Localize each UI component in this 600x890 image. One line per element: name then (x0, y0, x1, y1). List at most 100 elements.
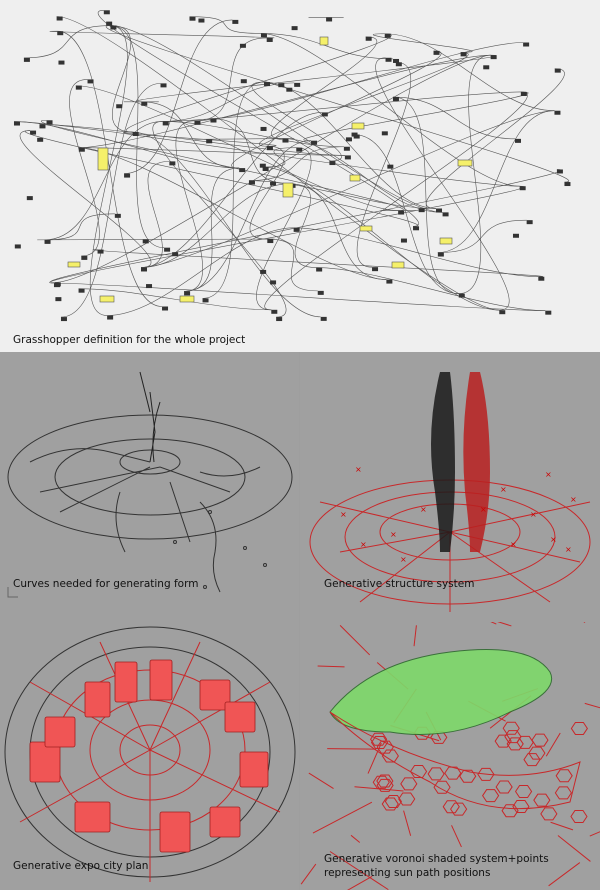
voronoi-cell (506, 737, 524, 751)
voronoi-cell (501, 804, 519, 818)
voronoi-cell (533, 793, 551, 807)
component-node (291, 26, 298, 31)
wire (110, 25, 133, 133)
wire (124, 19, 233, 174)
component-node (351, 132, 358, 137)
component-node (320, 316, 327, 321)
voronoi-edge (308, 772, 334, 789)
wire (49, 185, 525, 284)
wire (13, 121, 240, 169)
component-node (164, 247, 171, 252)
component-node (141, 101, 148, 106)
panel-node (457, 159, 473, 167)
wire (260, 33, 394, 60)
curves-caption: Curves needed for generating form (13, 578, 199, 590)
component-node (55, 297, 62, 302)
voronoi-edge (300, 863, 317, 885)
voronoi-cell (370, 736, 389, 750)
voronoi-cell (502, 721, 520, 735)
wire (75, 85, 399, 211)
wire (25, 130, 418, 227)
wire (107, 227, 294, 316)
component-node (266, 146, 273, 151)
voronoi-edge (413, 625, 417, 647)
component-node (106, 21, 113, 26)
component-node (132, 132, 139, 137)
component-node (385, 57, 392, 62)
structure-viewport-panel: ×××××××××××××× Generative structure syst… (300, 352, 600, 622)
component-node (278, 83, 285, 88)
grasshopper-canvas-panel: Grasshopper definition for the whole pro… (0, 0, 600, 352)
component-node (499, 310, 506, 315)
component-node (393, 58, 400, 63)
wire (50, 169, 562, 283)
wire (141, 101, 240, 169)
wire (152, 121, 287, 318)
component-node (189, 16, 196, 21)
component-node (87, 79, 94, 84)
component-node (75, 85, 82, 90)
component-node (270, 280, 277, 285)
component-node (413, 226, 420, 231)
wire (264, 91, 528, 311)
voronoi-edge (329, 851, 389, 890)
component-node (365, 36, 372, 41)
wire (44, 213, 115, 241)
component-node (386, 279, 393, 284)
wire (98, 9, 419, 227)
component-node (60, 317, 67, 322)
city-plan-caption: Generative expo city plan (13, 860, 149, 872)
component-node (262, 166, 269, 171)
component-node (442, 212, 449, 217)
component-node (114, 213, 121, 218)
voronoi-cell (570, 810, 588, 824)
wire (78, 288, 272, 311)
wire (19, 130, 152, 268)
wire (293, 227, 539, 278)
voronoi-edge (584, 702, 600, 709)
component-node (400, 238, 407, 243)
voronoi-cell (512, 799, 530, 813)
wire (110, 25, 443, 213)
voronoi-viewport-panel: Generative voronoi shaded system+points … (300, 622, 600, 890)
component-node (194, 120, 201, 125)
point-marker-icon: × (500, 485, 507, 494)
component-node (264, 82, 271, 87)
component-node (311, 140, 318, 145)
component-node (317, 290, 324, 295)
point-marker-icon: × (400, 555, 407, 564)
wire (392, 96, 459, 294)
panel-node (349, 174, 361, 182)
wire (78, 147, 387, 280)
voronoi-edge (589, 831, 600, 837)
voronoi-cell (482, 789, 500, 803)
component-node (206, 139, 213, 144)
voronoi-edge (550, 821, 574, 831)
component-node (523, 42, 530, 47)
wire (384, 33, 555, 112)
voronoi-edge (490, 622, 497, 625)
component-node (545, 310, 552, 315)
point-marker-icon: × (360, 540, 367, 549)
red-tower (463, 372, 490, 552)
component-node (110, 25, 117, 30)
wire (106, 25, 569, 183)
panel-node (351, 122, 365, 130)
component-node (267, 239, 274, 244)
wire (141, 161, 170, 268)
voronoi-cell (427, 767, 445, 781)
wire (262, 166, 500, 311)
component-node (556, 169, 563, 174)
voronoi-edge (317, 665, 345, 668)
component-node (142, 239, 149, 244)
voronoi-cell (477, 767, 495, 781)
voronoi-cell (384, 794, 402, 808)
component-node (458, 293, 465, 298)
voronoi-drawing (300, 622, 600, 890)
component-node (520, 91, 527, 96)
wire (78, 54, 491, 149)
component-node (124, 173, 131, 178)
wire (44, 121, 163, 241)
component-node (526, 220, 533, 225)
component-node (160, 83, 167, 88)
